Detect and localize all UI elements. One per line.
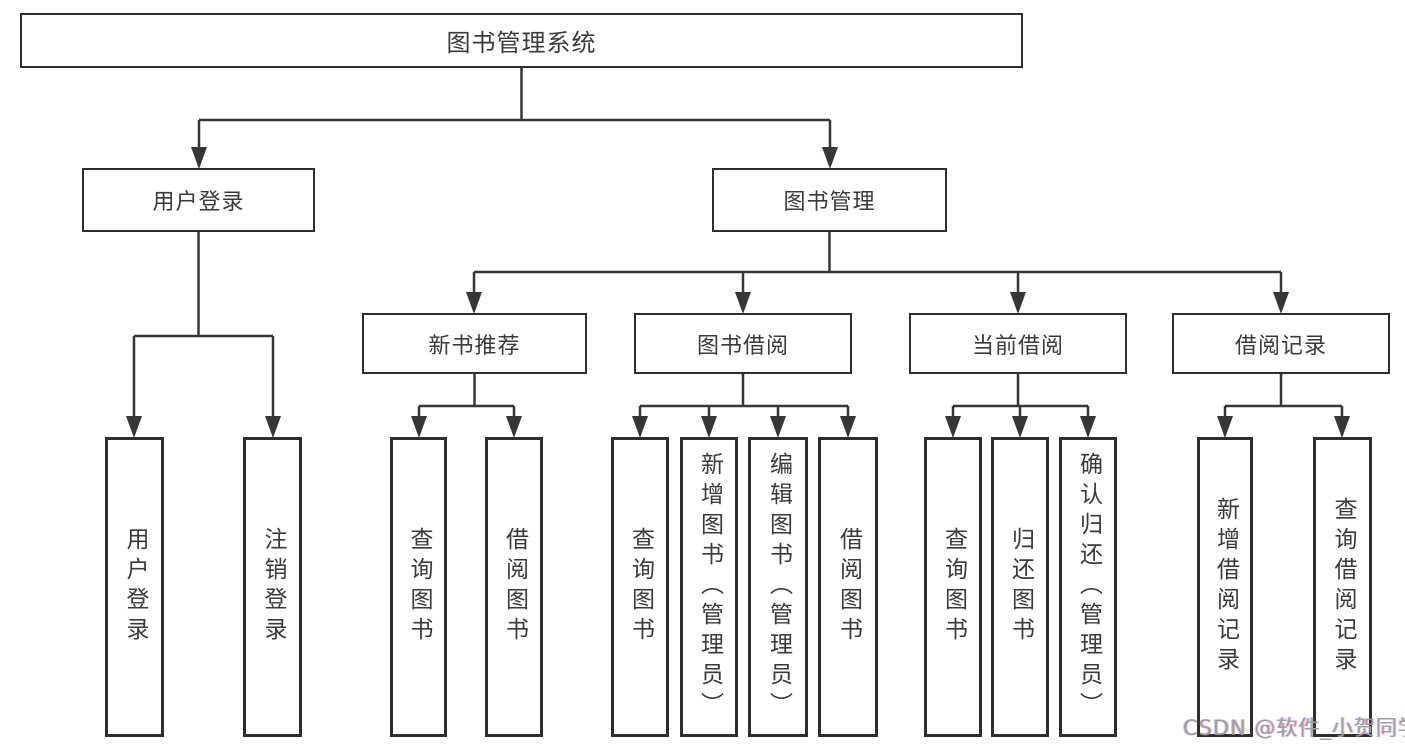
leaf-borrow-books-recommend: 借阅图书 — [485, 437, 543, 737]
node-current-borrowing: 当前借阅 — [909, 313, 1127, 374]
leaf-query-borrow-record: 查询借阅记录 — [1313, 437, 1372, 737]
node-book-borrowing: 图书借阅 — [634, 313, 852, 374]
leaf-borrow-books-label: 借阅图书 — [835, 527, 862, 647]
leaf-return-books-label: 归还图书 — [1007, 527, 1034, 647]
leaf-user-login-label: 用户登录 — [122, 527, 148, 647]
node-new-book-recommend-label: 新书推荐 — [428, 333, 521, 359]
node-book-management: 图书管理 — [712, 168, 947, 232]
leaf-logout: 注销登录 — [243, 437, 302, 737]
leaf-query-books-recommend-label: 查询图书 — [406, 527, 432, 647]
leaf-query-books-borrow-label: 查询图书 — [627, 527, 654, 647]
leaf-confirm-return-admin: 确认归还（管理员） — [1059, 437, 1117, 737]
leaf-query-books-current: 查询图书 — [924, 437, 982, 737]
leaf-add-books-admin-label: 新增图书（管理员） — [696, 452, 723, 722]
arrowheads — [126, 147, 1350, 438]
node-borrowing-records-label: 借阅记录 — [1234, 333, 1327, 359]
leaf-confirm-return-admin-label: 确认归还（管理员） — [1075, 452, 1102, 722]
node-user-login-label: 用户登录 — [152, 190, 245, 215]
leaf-edit-books-admin-label: 编辑图书（管理员） — [765, 452, 792, 722]
leaf-query-books-borrow: 查询图书 — [611, 437, 669, 737]
node-book-management-label: 图书管理 — [783, 190, 876, 215]
leaf-logout-label: 注销登录 — [260, 527, 286, 647]
node-library-system: 图书管理系统 — [20, 13, 1023, 68]
leaf-query-borrow-record-label: 查询借阅记录 — [1330, 497, 1356, 677]
node-new-book-recommend: 新书推荐 — [362, 313, 587, 374]
node-book-borrowing-label: 图书借阅 — [696, 333, 789, 359]
leaf-return-books: 归还图书 — [991, 437, 1049, 737]
leaf-add-borrow-record-label: 新增借阅记录 — [1212, 497, 1239, 677]
watermark: CSDN @软件_小贺同学 — [1183, 716, 1405, 740]
node-user-login: 用户登录 — [82, 168, 315, 232]
leaf-query-books-current-label: 查询图书 — [940, 527, 967, 647]
node-library-system-label: 图书管理系统 — [446, 29, 597, 57]
leaf-borrow-books-recommend-label: 借阅图书 — [501, 527, 528, 647]
leaf-edit-books-admin: 编辑图书（管理员） — [748, 437, 808, 737]
leaf-add-borrow-record: 新增借阅记录 — [1197, 437, 1253, 737]
leaf-query-books-recommend: 查询图书 — [390, 437, 447, 737]
leaf-user-login: 用户登录 — [105, 437, 164, 737]
node-current-borrowing-label: 当前借阅 — [971, 333, 1064, 359]
leaf-add-books-admin: 新增图书（管理员） — [680, 437, 738, 737]
leaf-borrow-books: 借阅图书 — [818, 437, 878, 737]
node-borrowing-records: 借阅记录 — [1172, 313, 1390, 374]
